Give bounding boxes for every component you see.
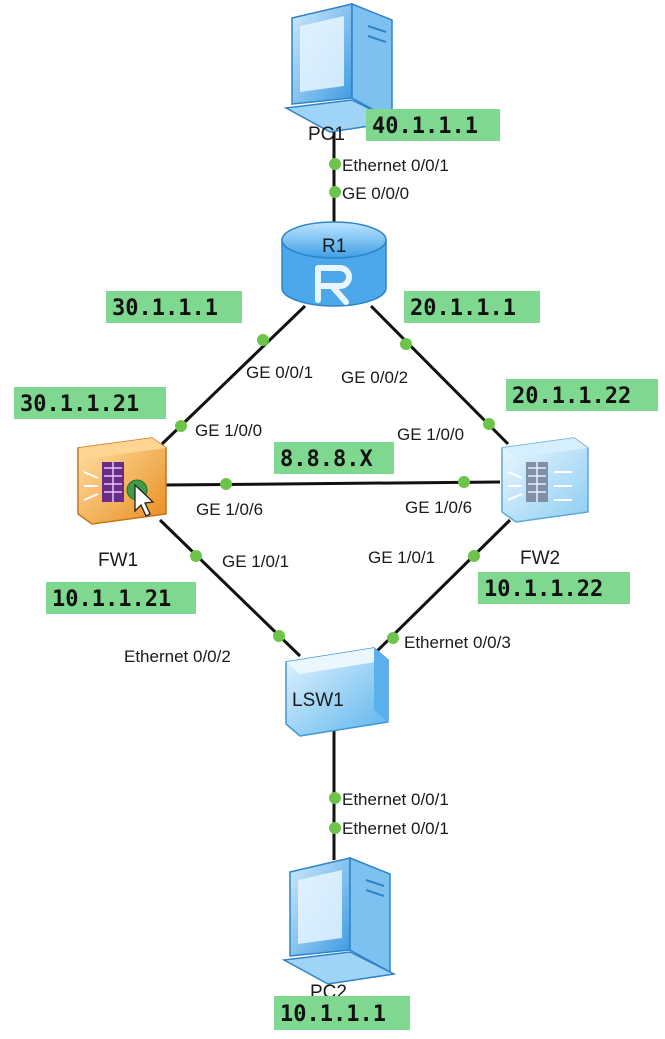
ip-label-pc2: 10.1.1.1 [274, 996, 410, 1030]
ip-label-r1-left: 30.1.1.1 [106, 291, 242, 323]
fw1-label: FW1 [98, 550, 138, 571]
svg-text:8.8.8.X: 8.8.8.X [280, 447, 373, 472]
port-dot-lsw1-eth001[interactable] [329, 792, 341, 804]
port-dot-r1-ge001[interactable] [257, 334, 269, 346]
switch-icon [285, 647, 389, 737]
r1-device[interactable]: R1 [281, 221, 387, 307]
port-dot-pc1-eth001[interactable] [329, 158, 341, 170]
port-dot-fw1-ge100[interactable] [175, 420, 187, 432]
svg-text:20.1.1.1: 20.1.1.1 [410, 296, 516, 321]
r1-label: R1 [322, 236, 346, 257]
firewall-icon [501, 437, 589, 523]
port-dot-fw2-ge100[interactable] [483, 418, 495, 430]
port-dot-pc2-eth001[interactable] [329, 822, 341, 834]
fw2-label: FW2 [520, 548, 560, 569]
port-dot-fw1-ge106[interactable] [220, 478, 232, 490]
port-label-fw2-ge106: GE 1/0/6 [405, 498, 472, 517]
svg-text:10.1.1.22: 10.1.1.22 [484, 577, 603, 602]
svg-text:40.1.1.1: 40.1.1.1 [372, 114, 478, 139]
port-dot-fw2-ge106[interactable] [458, 476, 470, 488]
port-dot-r1-ge000[interactable] [329, 186, 341, 198]
port-label-lsw1-eth003: Ethernet 0/0/3 [404, 633, 511, 652]
port-label-lsw1-eth001: Ethernet 0/0/1 [342, 790, 449, 809]
fw1-device[interactable]: FW1 [77, 437, 167, 571]
ip-label-fw2-up: 20.1.1.22 [506, 379, 658, 411]
port-label-r1-ge002: GE 0/0/2 [341, 368, 408, 387]
ip-label-fw2-down: 10.1.1.22 [478, 572, 630, 604]
port-label-pc2-eth001: Ethernet 0/0/1 [342, 819, 449, 838]
ip-label-r1-right: 20.1.1.1 [404, 291, 540, 323]
port-labels: Ethernet 0/0/1 GE 0/0/0 GE 0/0/1 GE 0/0/… [124, 156, 511, 838]
ip-label-pc1: 40.1.1.1 [366, 109, 500, 141]
ip-label-fw1-up: 30.1.1.21 [14, 387, 166, 419]
ip-labels: 40.1.1.1 30.1.1.1 20.1.1.1 30.1.1.21 20.… [14, 109, 658, 1030]
fw2-device[interactable]: FW2 [501, 437, 589, 569]
port-label-fw1-ge100: GE 1/0/0 [195, 421, 262, 440]
pc2-device[interactable]: PC2 [281, 856, 397, 1003]
link-fw1-fw2 [164, 480, 501, 487]
svg-text:10.1.1.1: 10.1.1.1 [280, 1002, 386, 1027]
port-dot-r1-ge002[interactable] [400, 338, 412, 350]
svg-text:30.1.1.1: 30.1.1.1 [112, 296, 218, 321]
cursor-icon [134, 483, 155, 517]
lsw1-label: LSW1 [292, 690, 344, 711]
router-icon [281, 221, 387, 307]
lsw1-device[interactable]: LSW1 [285, 647, 389, 737]
ip-label-cross: 8.8.8.X [274, 442, 394, 474]
port-dot-lsw1-eth003[interactable] [387, 632, 399, 644]
port-label-r1-ge000: GE 0/0/0 [342, 184, 409, 203]
port-label-r1-ge001: GE 0/0/1 [246, 363, 313, 382]
svg-text:20.1.1.22: 20.1.1.22 [512, 384, 631, 409]
link-r1-fw1 [160, 304, 307, 446]
port-dot-fw1-ge101[interactable] [190, 550, 202, 562]
port-label-pc1-eth001: Ethernet 0/0/1 [342, 156, 449, 175]
port-dot-fw2-ge101[interactable] [468, 550, 480, 562]
port-label-fw1-ge101: GE 1/0/1 [222, 552, 289, 571]
firewall-icon [77, 437, 167, 525]
port-label-fw2-ge100: GE 1/0/0 [397, 425, 464, 444]
pc-icon [281, 856, 397, 985]
port-label-fw2-ge101: GE 1/0/1 [368, 548, 435, 567]
pc1-label: PC1 [308, 124, 345, 145]
svg-text:10.1.1.21: 10.1.1.21 [52, 587, 171, 612]
ip-label-fw1-down: 10.1.1.21 [46, 582, 196, 614]
port-label-lsw1-eth002: Ethernet 0/0/2 [124, 647, 231, 666]
port-dots [175, 158, 495, 834]
port-dot-lsw1-eth002[interactable] [273, 630, 285, 642]
svg-text:30.1.1.21: 30.1.1.21 [20, 392, 139, 417]
port-label-fw1-ge106: GE 1/0/6 [196, 500, 263, 519]
